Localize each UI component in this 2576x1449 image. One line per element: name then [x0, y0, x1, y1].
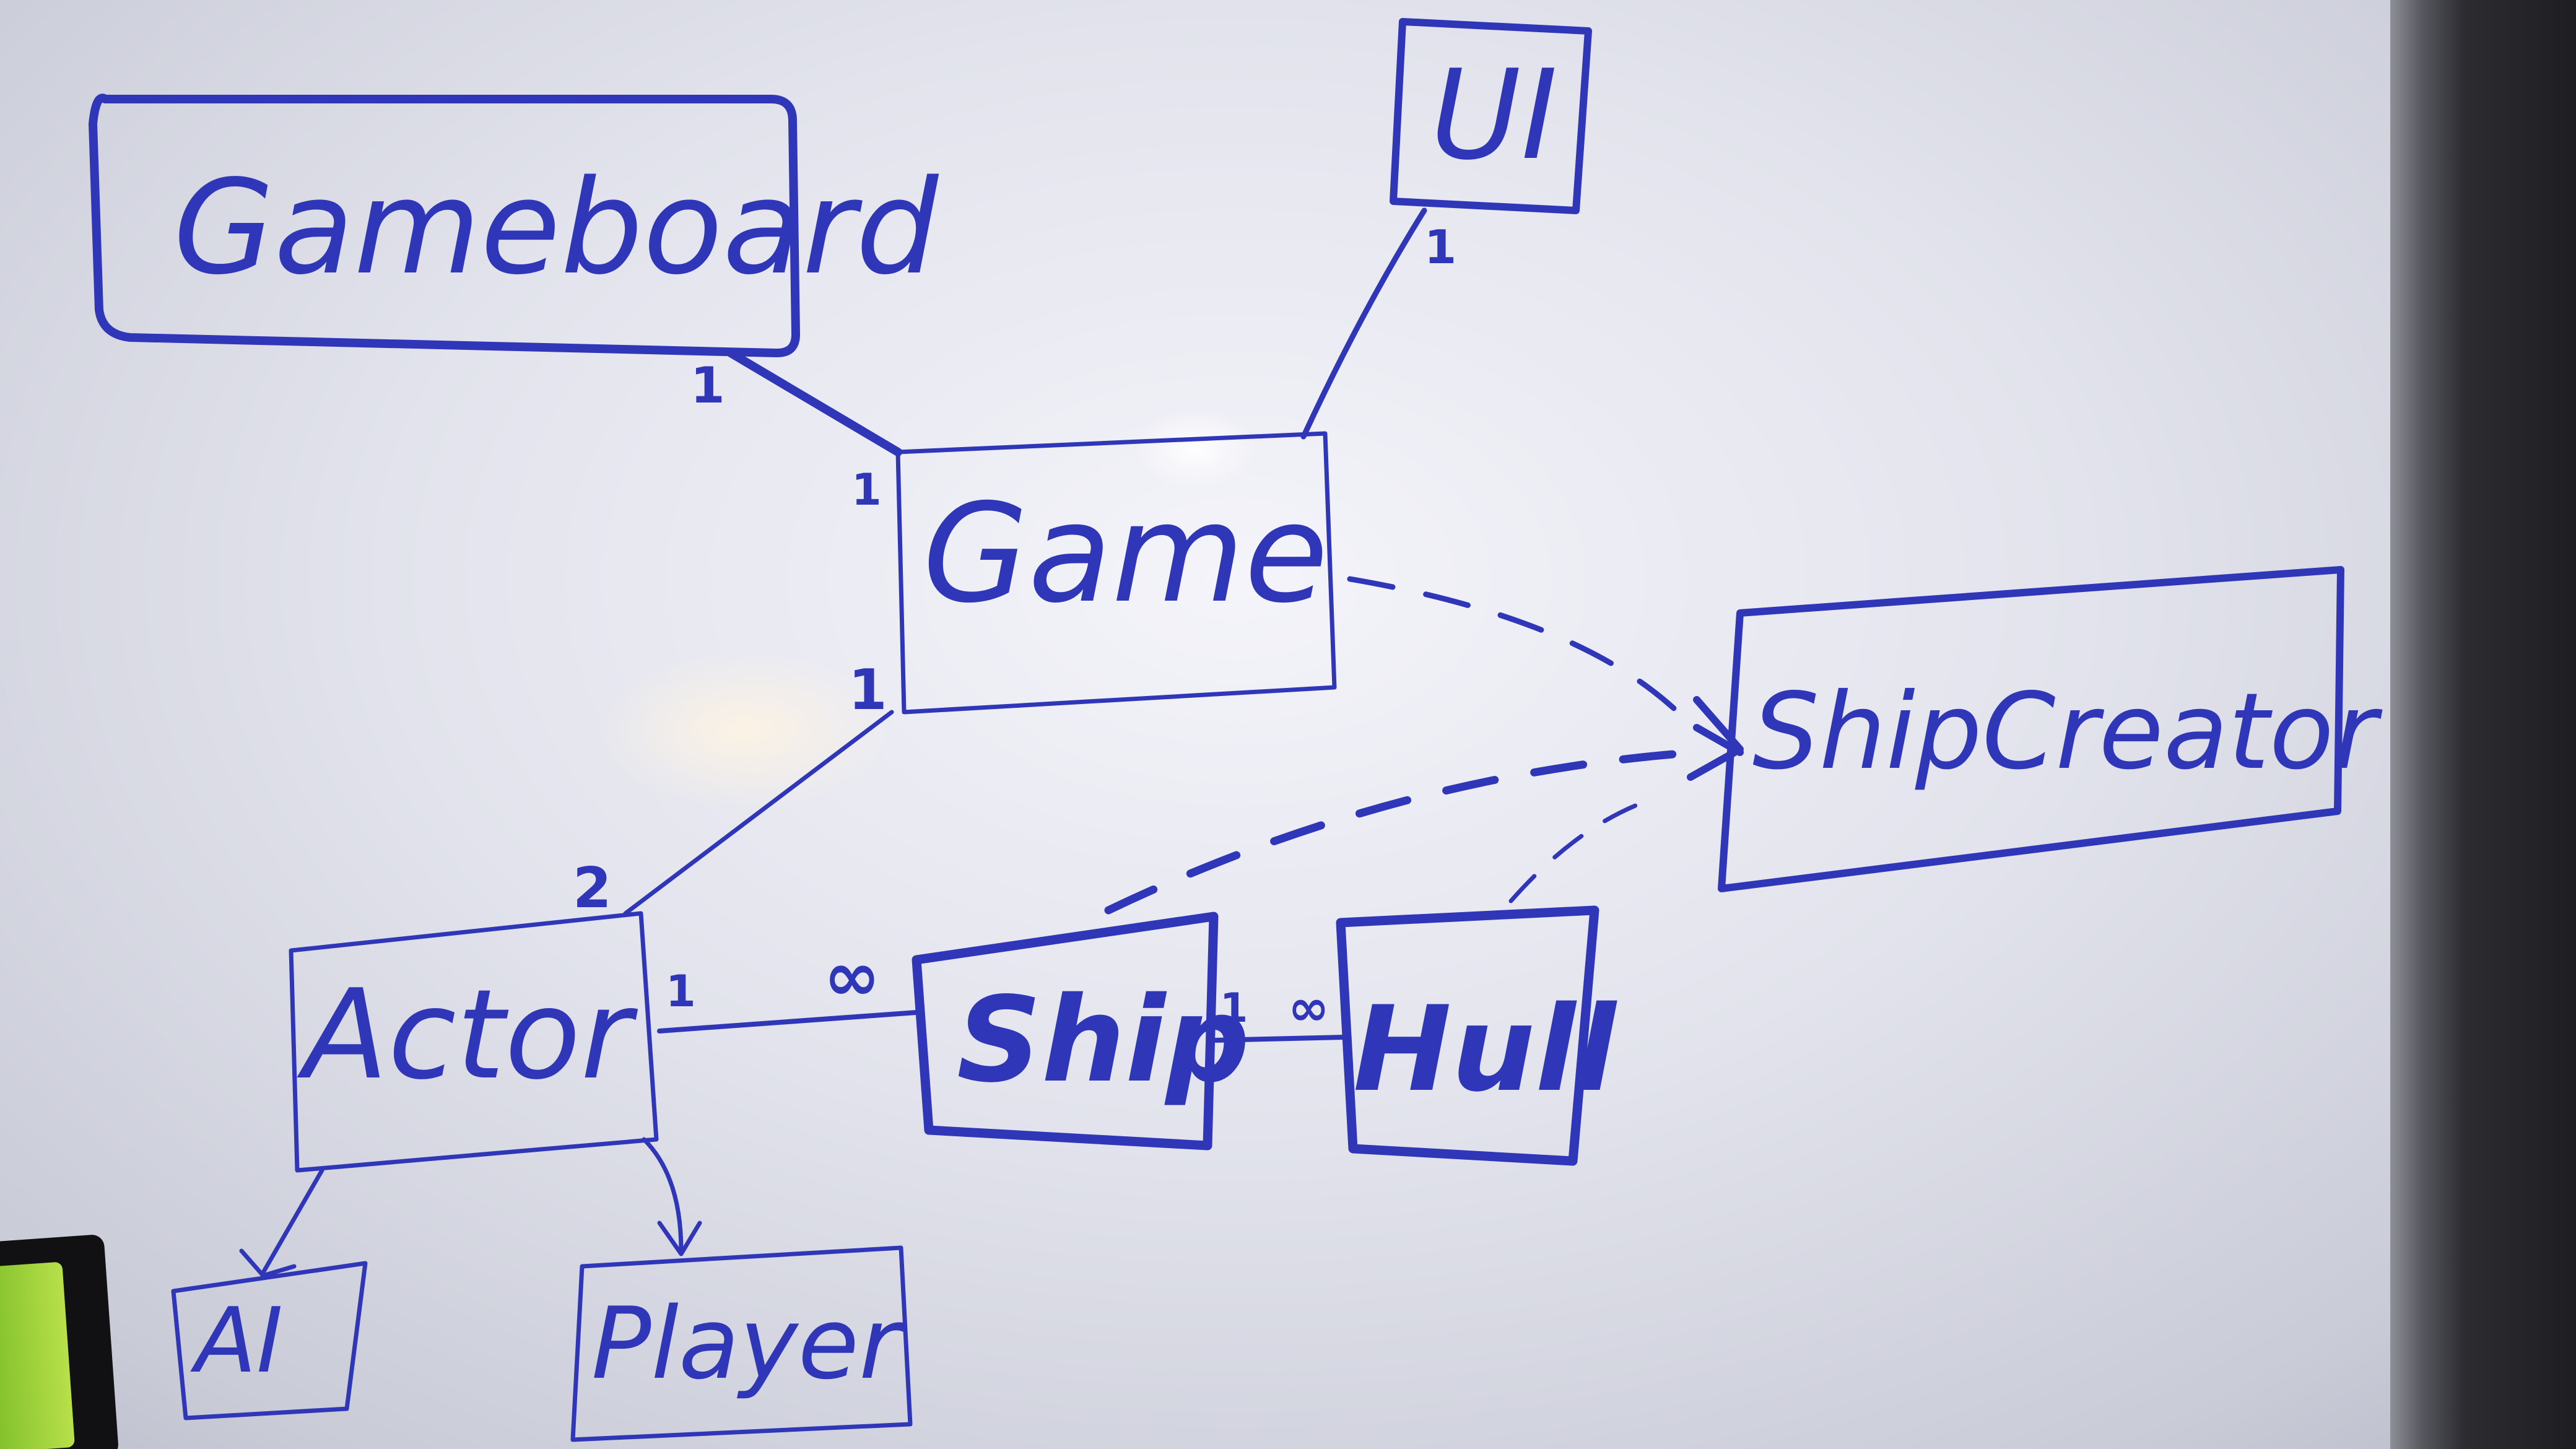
- multiplicity-game-actor-top: 1: [848, 658, 887, 723]
- dep-game-shipcreator: [1347, 576, 1687, 721]
- light-glare: [1133, 409, 1257, 489]
- ship-box: [912, 912, 1219, 1151]
- player-box: [570, 1245, 913, 1442]
- multiplicity-ui-game: 1: [1424, 220, 1456, 274]
- edge-gameboard-game: [726, 349, 902, 456]
- multiplicity-ship-hull-right: ∞: [1288, 979, 1329, 1037]
- multiplicity-actor-ship-left: 1: [666, 966, 696, 1017]
- shipcreator-arrowhead: [1687, 696, 1744, 781]
- edge-actor-ship: [657, 1010, 919, 1033]
- hull-box: [1336, 905, 1599, 1166]
- shipcreator-label: ShipCreator: [1752, 671, 2383, 793]
- gameboard-box: [89, 94, 800, 357]
- ai-arrowhead: [239, 1248, 297, 1278]
- actor-label: Actor: [297, 963, 638, 1107]
- game-label: Game: [923, 474, 1328, 633]
- gameboard-label: Gameboard: [173, 152, 939, 303]
- game-box: [895, 431, 1337, 715]
- edge-ship-hull: [1211, 1035, 1346, 1043]
- multiplicity-actor-ship-right: ∞: [824, 937, 881, 1016]
- ai-label: AI: [190, 1289, 283, 1393]
- player-arrowhead: [657, 1221, 702, 1256]
- multiplicity-game-actor-bottom: 2: [573, 856, 612, 921]
- dep-ship-shipcreator: [1104, 748, 1701, 915]
- edge-game-actor: [623, 710, 894, 916]
- actor-box: [289, 911, 659, 1173]
- ui-label: UI: [1430, 43, 1557, 188]
- dep-hull-shipcreator: [1508, 796, 1656, 903]
- player-label: Player: [591, 1286, 905, 1401]
- multiplicity-gameboard-game-bottom: 1: [851, 464, 882, 515]
- light-glare: [594, 650, 892, 811]
- ai-box: [171, 1261, 368, 1421]
- multiplicity-ship-hull-left: 1: [1220, 985, 1248, 1032]
- multiplicity-gameboard-game-top: 1: [690, 357, 725, 414]
- hull-label: Hull: [1353, 981, 1617, 1118]
- edge-actor-player: [642, 1137, 684, 1253]
- ship-label: Ship: [957, 972, 1250, 1108]
- whiteboard-frame: [2390, 0, 2576, 1449]
- ui-box: [1390, 18, 1592, 214]
- edge-ui-game: [1300, 207, 1427, 440]
- shipcreator-box: [1718, 566, 2344, 892]
- edge-actor-ai: [261, 1168, 324, 1275]
